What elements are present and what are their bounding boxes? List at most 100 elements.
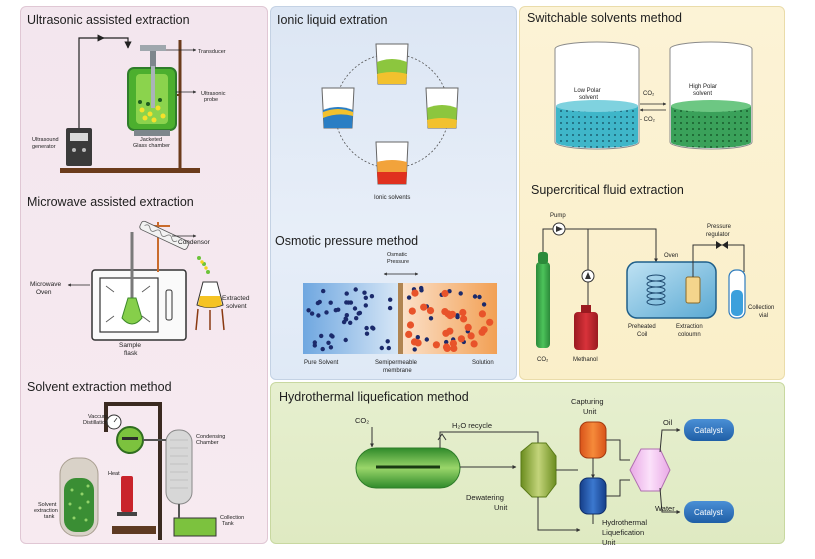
solvent-particle: [324, 310, 329, 315]
semipermeable-membrane: [398, 283, 403, 354]
microwave-title: Microwave assisted extraction: [27, 195, 194, 209]
solvent-particle: [316, 313, 321, 318]
preheated-label-1: Preheated: [628, 324, 656, 330]
sample-flask: [121, 297, 143, 325]
htl-co2-label: CO₂: [355, 416, 369, 425]
solvent-title: Solvent extraction method: [27, 380, 172, 394]
htl-unit: [579, 477, 607, 515]
catalyst-label-1: Catalyst: [694, 426, 724, 435]
solvent-particle: [321, 288, 326, 294]
solvent-particle: [328, 300, 333, 305]
switchable-title: Switchable solvents method: [527, 11, 682, 25]
solvent-particle: [312, 343, 317, 348]
solute-particle: [450, 344, 458, 352]
solute-particle: [478, 310, 486, 318]
condensing-label-2: Chamber: [196, 440, 219, 446]
catalyst-label-2: Catalyst: [694, 508, 724, 517]
solvent-particle: [385, 339, 390, 344]
solvent-particle: [346, 300, 351, 305]
condensor: [139, 220, 190, 250]
catalyst-water: [684, 501, 734, 523]
probe-label-2: probe: [204, 97, 218, 103]
dewatering-label-2: Unit: [494, 503, 508, 512]
solute-particle: [478, 328, 486, 336]
solvent-particle: [329, 333, 334, 338]
pressure-label-2: regulator: [706, 232, 730, 238]
solvent-particle: [477, 294, 482, 300]
osmotic-label-1: Osmatic: [387, 252, 407, 258]
solute-particle: [408, 307, 416, 315]
generator-label-1: Ultrasound: [32, 137, 59, 143]
solvent-particle: [444, 339, 449, 345]
hydrothermal-title: Hydrothermal liquefication method: [279, 390, 469, 404]
ultrasonic-title: Ultrasonic assisted extraction: [27, 13, 190, 27]
solvent-particle: [369, 294, 375, 299]
transducer-label: Transducer: [198, 49, 226, 55]
flask-label-1: Sample: [119, 342, 141, 349]
beaker-bottom: [375, 141, 409, 185]
solvent-particle: [343, 337, 348, 343]
solute-particle: [467, 332, 475, 340]
extraction-label-1: Extraction: [676, 324, 703, 330]
lab-bench: [60, 168, 200, 173]
solute-particle: [460, 315, 468, 323]
solute-particle: [459, 308, 467, 317]
solution-label: Solution: [472, 360, 494, 366]
extracted-label-1: Extracted: [222, 295, 250, 302]
extraction-column: [685, 276, 701, 304]
solvent-particle: [357, 310, 363, 316]
htl-label-3: Unit: [602, 538, 616, 547]
collection-label-1: Collection: [220, 515, 244, 521]
supercritical-title: Supercritical fluid extraction: [531, 183, 684, 197]
condensor-label: Condensor: [178, 239, 211, 246]
capturing-label-1: Capturing: [571, 397, 604, 406]
solvent-particle: [333, 308, 338, 313]
oven-label-1: Microwave: [30, 281, 61, 288]
low-polar-label-1: Low Polar: [574, 88, 601, 94]
solute-particle: [470, 340, 478, 348]
tank-label-1: Solvent: [38, 502, 57, 508]
solvent-particle: [348, 320, 353, 325]
solute-particle: [443, 344, 451, 352]
solute-particle: [446, 327, 454, 335]
solvent-particle: [353, 287, 358, 292]
solvent-particle: [364, 331, 370, 336]
solvent-particle: [379, 345, 384, 351]
pump-label: Pump: [550, 213, 566, 219]
preheated-label-2: Coil: [637, 332, 647, 338]
solute-particle: [426, 307, 435, 315]
solute-particle: [441, 308, 449, 316]
htl-label-2: Liquefication: [602, 528, 644, 537]
solvent-particle: [412, 347, 417, 352]
solvent-particle: [354, 316, 359, 321]
ultrasonic-diagram: Transducer Ultrasonic probe Ultrasound g…: [32, 34, 226, 173]
beaker-left: [321, 87, 355, 129]
pressure-regulator: [716, 241, 728, 249]
vaccum-label-1: Vaccum: [88, 414, 108, 420]
solvent-particle: [447, 289, 452, 294]
extraction-label-2: coloumn: [678, 332, 701, 338]
solute-particle: [457, 335, 465, 343]
solvent-particle: [386, 345, 391, 351]
tank-label-2: extraction: [34, 508, 58, 514]
solvent-particle: [317, 299, 322, 305]
solvent-particle: [309, 311, 315, 316]
solvent-particle: [428, 316, 434, 321]
condensing-label-1: Condensing: [196, 434, 225, 440]
solvent-particle: [415, 335, 420, 340]
solvent-particle: [328, 345, 334, 350]
tank-label-3: tank: [44, 514, 55, 520]
solvent-particle: [363, 303, 368, 308]
separation-unit: [629, 448, 671, 492]
pure-solvent-label: Pure Solvent: [304, 360, 339, 366]
solute-particle: [446, 312, 454, 320]
solute-particle: [405, 330, 413, 338]
ultrasonic-probe-rod: [151, 66, 155, 108]
solute-particle: [420, 303, 428, 311]
ionic-diagram: Ionic solvents: [321, 43, 459, 201]
methanol-label: Methanol: [573, 357, 598, 363]
solvent-particle: [343, 316, 348, 321]
capturing-label-2: Unit: [583, 407, 597, 416]
solvent-particle: [370, 325, 375, 330]
h2o-recycle-label: H₂O recycle: [452, 421, 492, 430]
